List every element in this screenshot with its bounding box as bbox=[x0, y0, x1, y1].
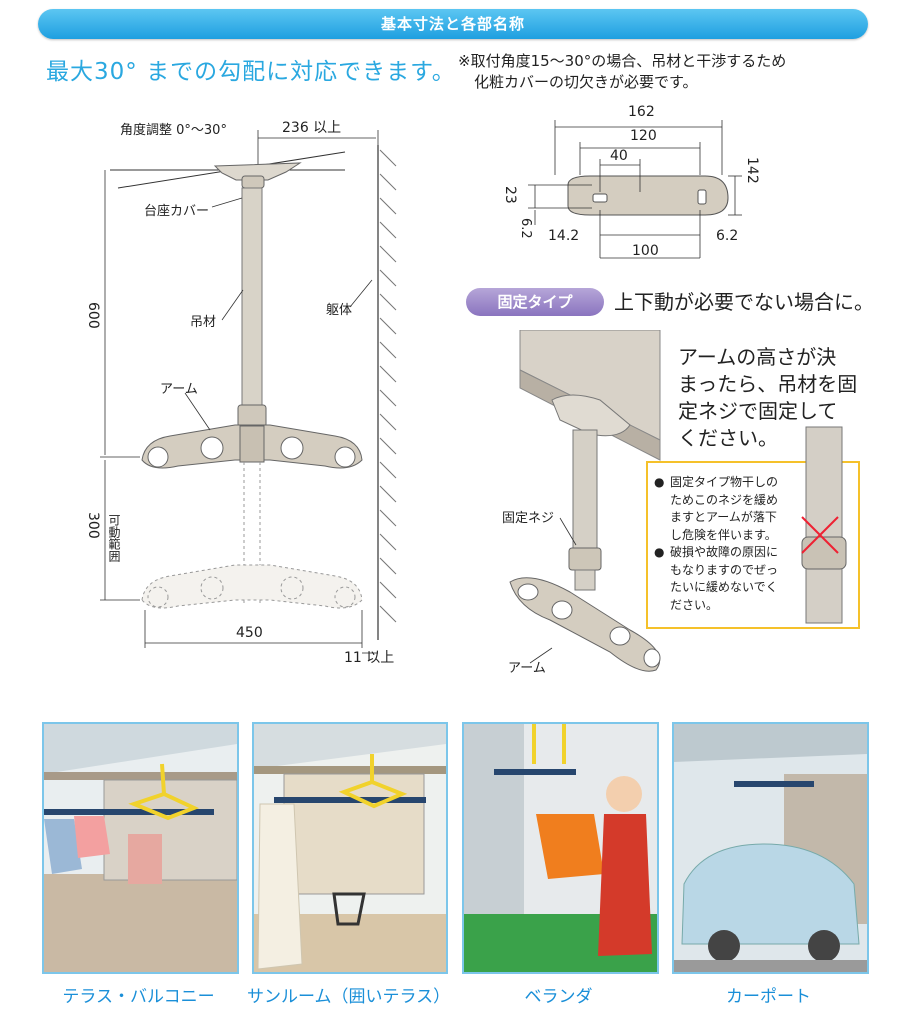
header-title: 基本寸法と各部名称 bbox=[380, 15, 525, 33]
dim-236-label: 236 以上 bbox=[282, 120, 342, 136]
header-bar: 基本寸法と各部名称 bbox=[38, 9, 868, 39]
caption-sunroom: サンルーム（囲いテラス） bbox=[247, 987, 451, 1007]
dim-300-label: 300 bbox=[85, 512, 101, 539]
headline: 最大30° までの勾配に対応できます。 bbox=[46, 59, 456, 85]
hanger-label: 吊材 bbox=[190, 315, 217, 330]
caption-carport: カーポート bbox=[726, 987, 811, 1007]
fixed-type-description: 上下動が必要でない場合に。 bbox=[614, 290, 874, 314]
warning-bullet-1: ● bbox=[654, 475, 665, 489]
scene-veranda bbox=[462, 722, 659, 974]
movable-range-label: 可動範囲 bbox=[107, 514, 121, 562]
warning-1-line-1: 固定タイプ物干しの bbox=[670, 475, 779, 489]
fixed-type-illustration bbox=[509, 330, 661, 672]
scene-sunroom bbox=[252, 722, 448, 974]
warning-1-line-3: ますとアームが落下 bbox=[670, 510, 777, 524]
dim-40-label: 40 bbox=[610, 148, 628, 164]
dim-62a-label: 6.2 bbox=[518, 218, 533, 239]
dim-100-label: 100 bbox=[632, 243, 659, 259]
angle-adjust-label: 角度調整 0°～30° bbox=[120, 123, 227, 138]
instruction-line-2: まったら、吊材を固 bbox=[678, 372, 858, 396]
arm-label: アーム bbox=[160, 382, 198, 397]
warning-2-line-4: ださい。 bbox=[670, 597, 719, 612]
warning-1-line-2: ためこのネジを緩め bbox=[670, 492, 779, 507]
fixed-screw-label: 固定ネジ bbox=[502, 511, 555, 526]
instruction-line-3: 定ネジで固定して bbox=[678, 399, 838, 423]
base-cover-label: 台座カバー bbox=[144, 204, 210, 219]
dim-62b-label: 6.2 bbox=[716, 228, 739, 244]
instruction-line-4: ください。 bbox=[678, 426, 778, 450]
dim-142-label: 142 bbox=[744, 157, 760, 184]
dim-11-label: 11 以上 bbox=[344, 650, 395, 666]
warning-2-line-2: もなりますのでぜっ bbox=[670, 562, 779, 577]
warning-bullet-2: ● bbox=[654, 545, 665, 559]
fixed-type-badge: 固定タイプ bbox=[466, 288, 604, 316]
main-dimension-diagram bbox=[100, 130, 397, 654]
warning-1-line-4: し危険を伴います。 bbox=[670, 527, 777, 542]
caption-veranda: ベランダ bbox=[524, 987, 593, 1007]
caption-terrace-balcony: テラス・バルコニー bbox=[62, 987, 215, 1007]
base-plate-diagram bbox=[528, 120, 742, 259]
instruction-line-1: アームの高さが決 bbox=[678, 345, 837, 369]
dim-450-label: 450 bbox=[236, 625, 263, 641]
dim-600-label: 600 bbox=[85, 302, 101, 329]
scene-carport bbox=[672, 722, 869, 974]
scene-terrace-balcony bbox=[42, 722, 239, 974]
note-line-1: ※取付角度15～30°の場合、吊材と干渉するため bbox=[458, 52, 787, 70]
fixed-arm-label: アーム bbox=[508, 661, 546, 676]
dim-120-label: 120 bbox=[630, 128, 657, 144]
warning-2-line-1: 破損や故障の原因に bbox=[670, 545, 779, 559]
dim-23-label: 23 bbox=[502, 186, 518, 204]
warning-2-line-3: たいに緩めないでく bbox=[670, 580, 778, 594]
note-line-2: 化粧カバーの切欠きが必要です。 bbox=[474, 73, 698, 91]
pole-closeup-illustration bbox=[801, 426, 847, 624]
dim-142b-label: 14.2 bbox=[548, 228, 580, 244]
dim-162-label: 162 bbox=[628, 104, 655, 120]
body-label: 躯体 bbox=[326, 303, 353, 318]
